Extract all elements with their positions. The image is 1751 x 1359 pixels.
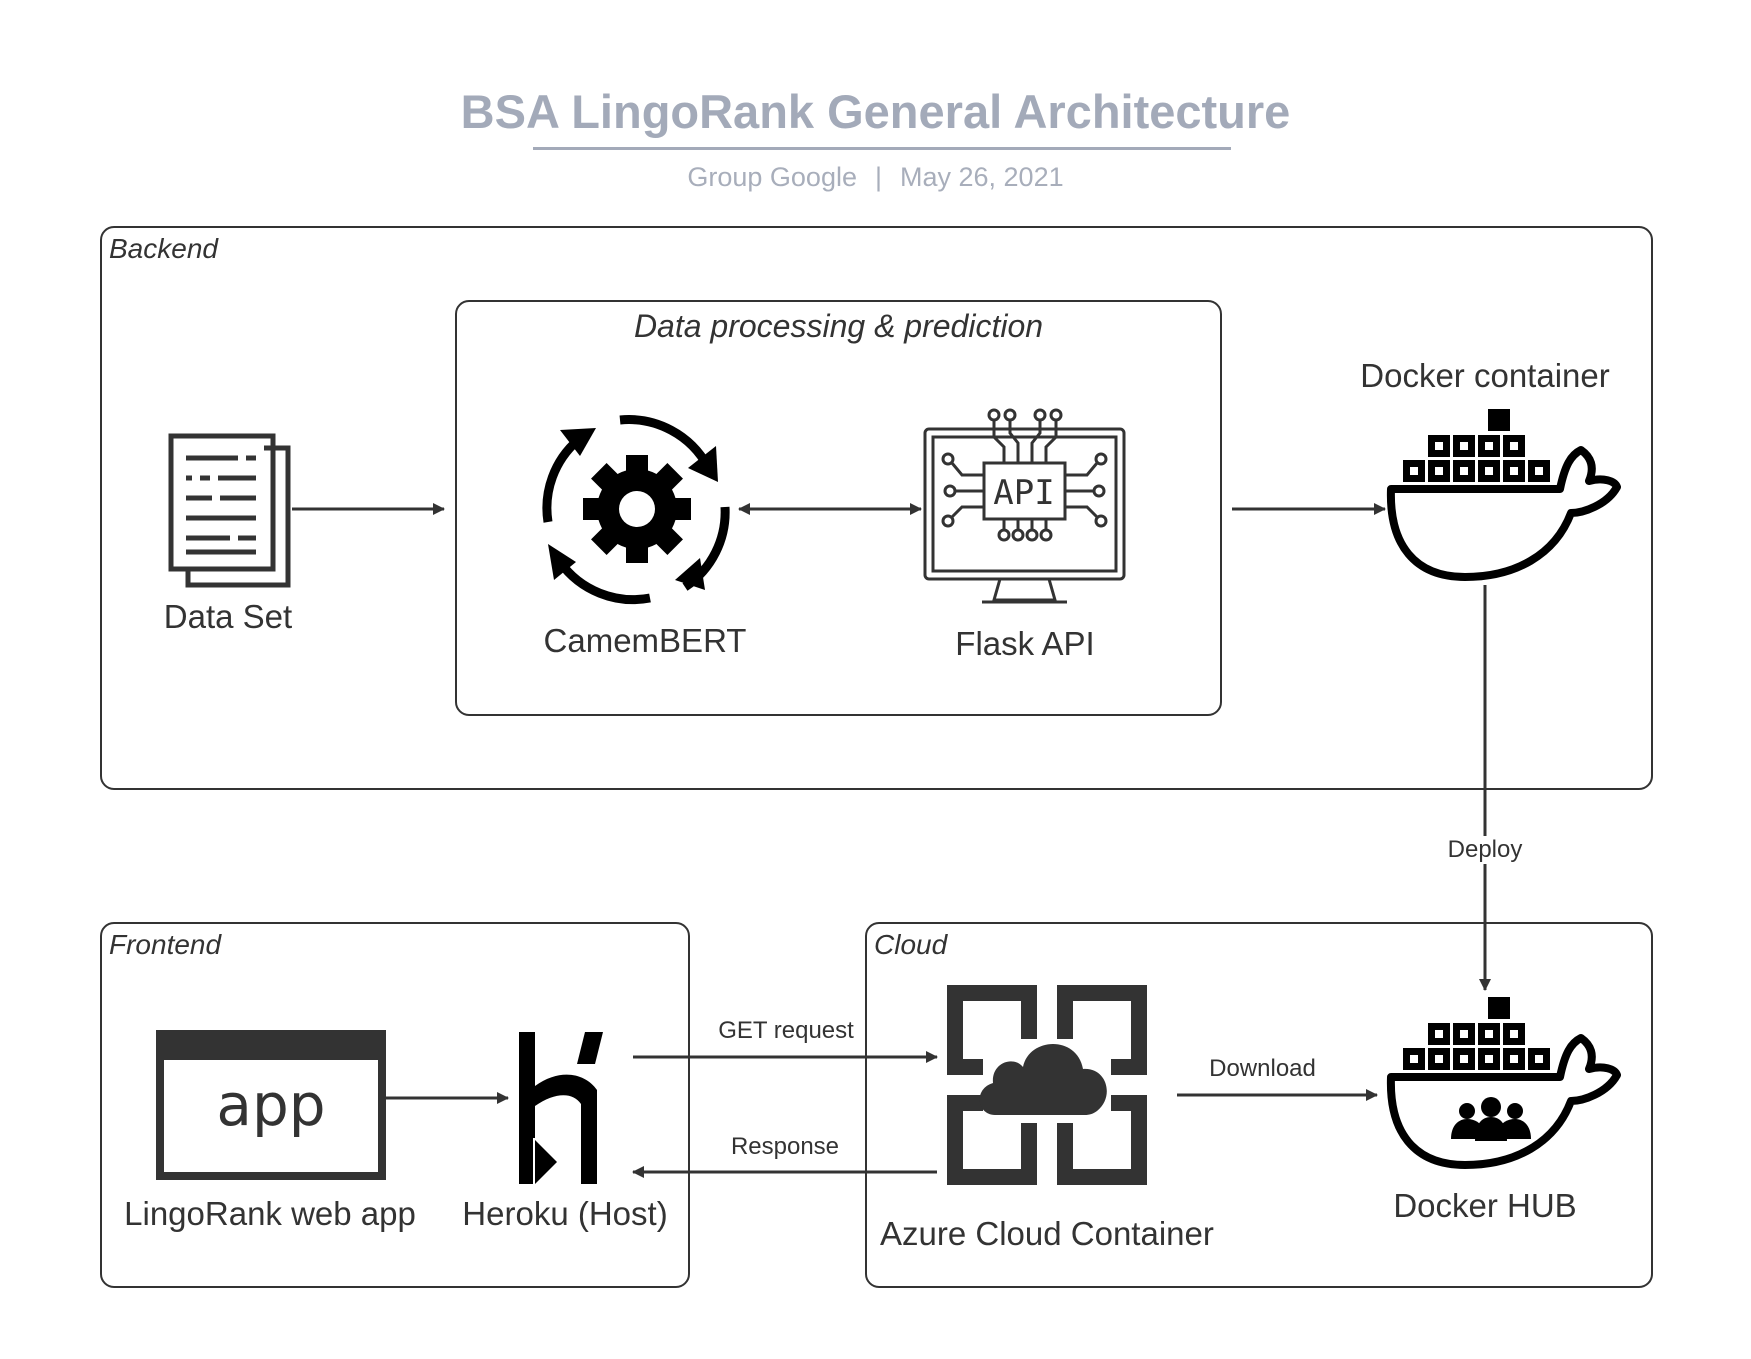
edge-label-deploy: Deploy bbox=[1435, 836, 1535, 864]
gear-cycle-icon bbox=[542, 415, 730, 605]
app-badge-text: app bbox=[216, 1071, 325, 1139]
webapp-label: LingoRank web app bbox=[124, 1195, 416, 1232]
heroku-icon bbox=[519, 1032, 603, 1186]
diagram-subtitle: Group Google | May 26, 2021 bbox=[0, 162, 1751, 193]
camembert-label: CamemBERT bbox=[543, 622, 747, 659]
docker-hub-label: Docker HUB bbox=[1393, 1187, 1577, 1224]
dataset-label: Data Set bbox=[163, 598, 293, 635]
app-window-icon: app bbox=[156, 1030, 386, 1180]
processing-group bbox=[455, 300, 1222, 716]
docker-container-label: Docker container bbox=[1360, 357, 1610, 394]
edge-label-get-request: GET request bbox=[718, 1017, 854, 1044]
frontend-label: Frontend bbox=[109, 929, 222, 960]
cloud-container-icon bbox=[947, 985, 1147, 1185]
heroku-label: Heroku (Host) bbox=[462, 1195, 668, 1232]
edge-label-response: Response bbox=[730, 1133, 840, 1160]
azure-label: Azure Cloud Container bbox=[880, 1215, 1214, 1252]
diagram-title: BSA LingoRank General Architecture bbox=[460, 85, 1291, 138]
users-icon bbox=[1451, 1097, 1531, 1141]
backend-group bbox=[100, 226, 1653, 790]
cloud-group bbox=[865, 922, 1653, 1288]
docker-whale-icon bbox=[1386, 409, 1621, 581]
subtitle-separator: | bbox=[874, 162, 882, 192]
backend-label: Backend bbox=[109, 233, 218, 264]
documents-icon bbox=[168, 433, 291, 588]
api-badge-text: API bbox=[993, 473, 1054, 513]
docker-hub-whale-icon bbox=[1386, 997, 1621, 1169]
group-name: Group Google bbox=[687, 162, 857, 192]
api-monitor-icon: API bbox=[923, 408, 1126, 604]
cloud-label: Cloud bbox=[874, 929, 948, 960]
flask-api-label: Flask API bbox=[955, 625, 1095, 662]
diagram-date: May 26, 2021 bbox=[900, 162, 1064, 192]
edge-label-download: Download bbox=[1209, 1055, 1316, 1082]
title-underline bbox=[533, 147, 1231, 150]
processing-label: Data processing & prediction bbox=[633, 308, 1044, 344]
frontend-group bbox=[100, 922, 690, 1288]
